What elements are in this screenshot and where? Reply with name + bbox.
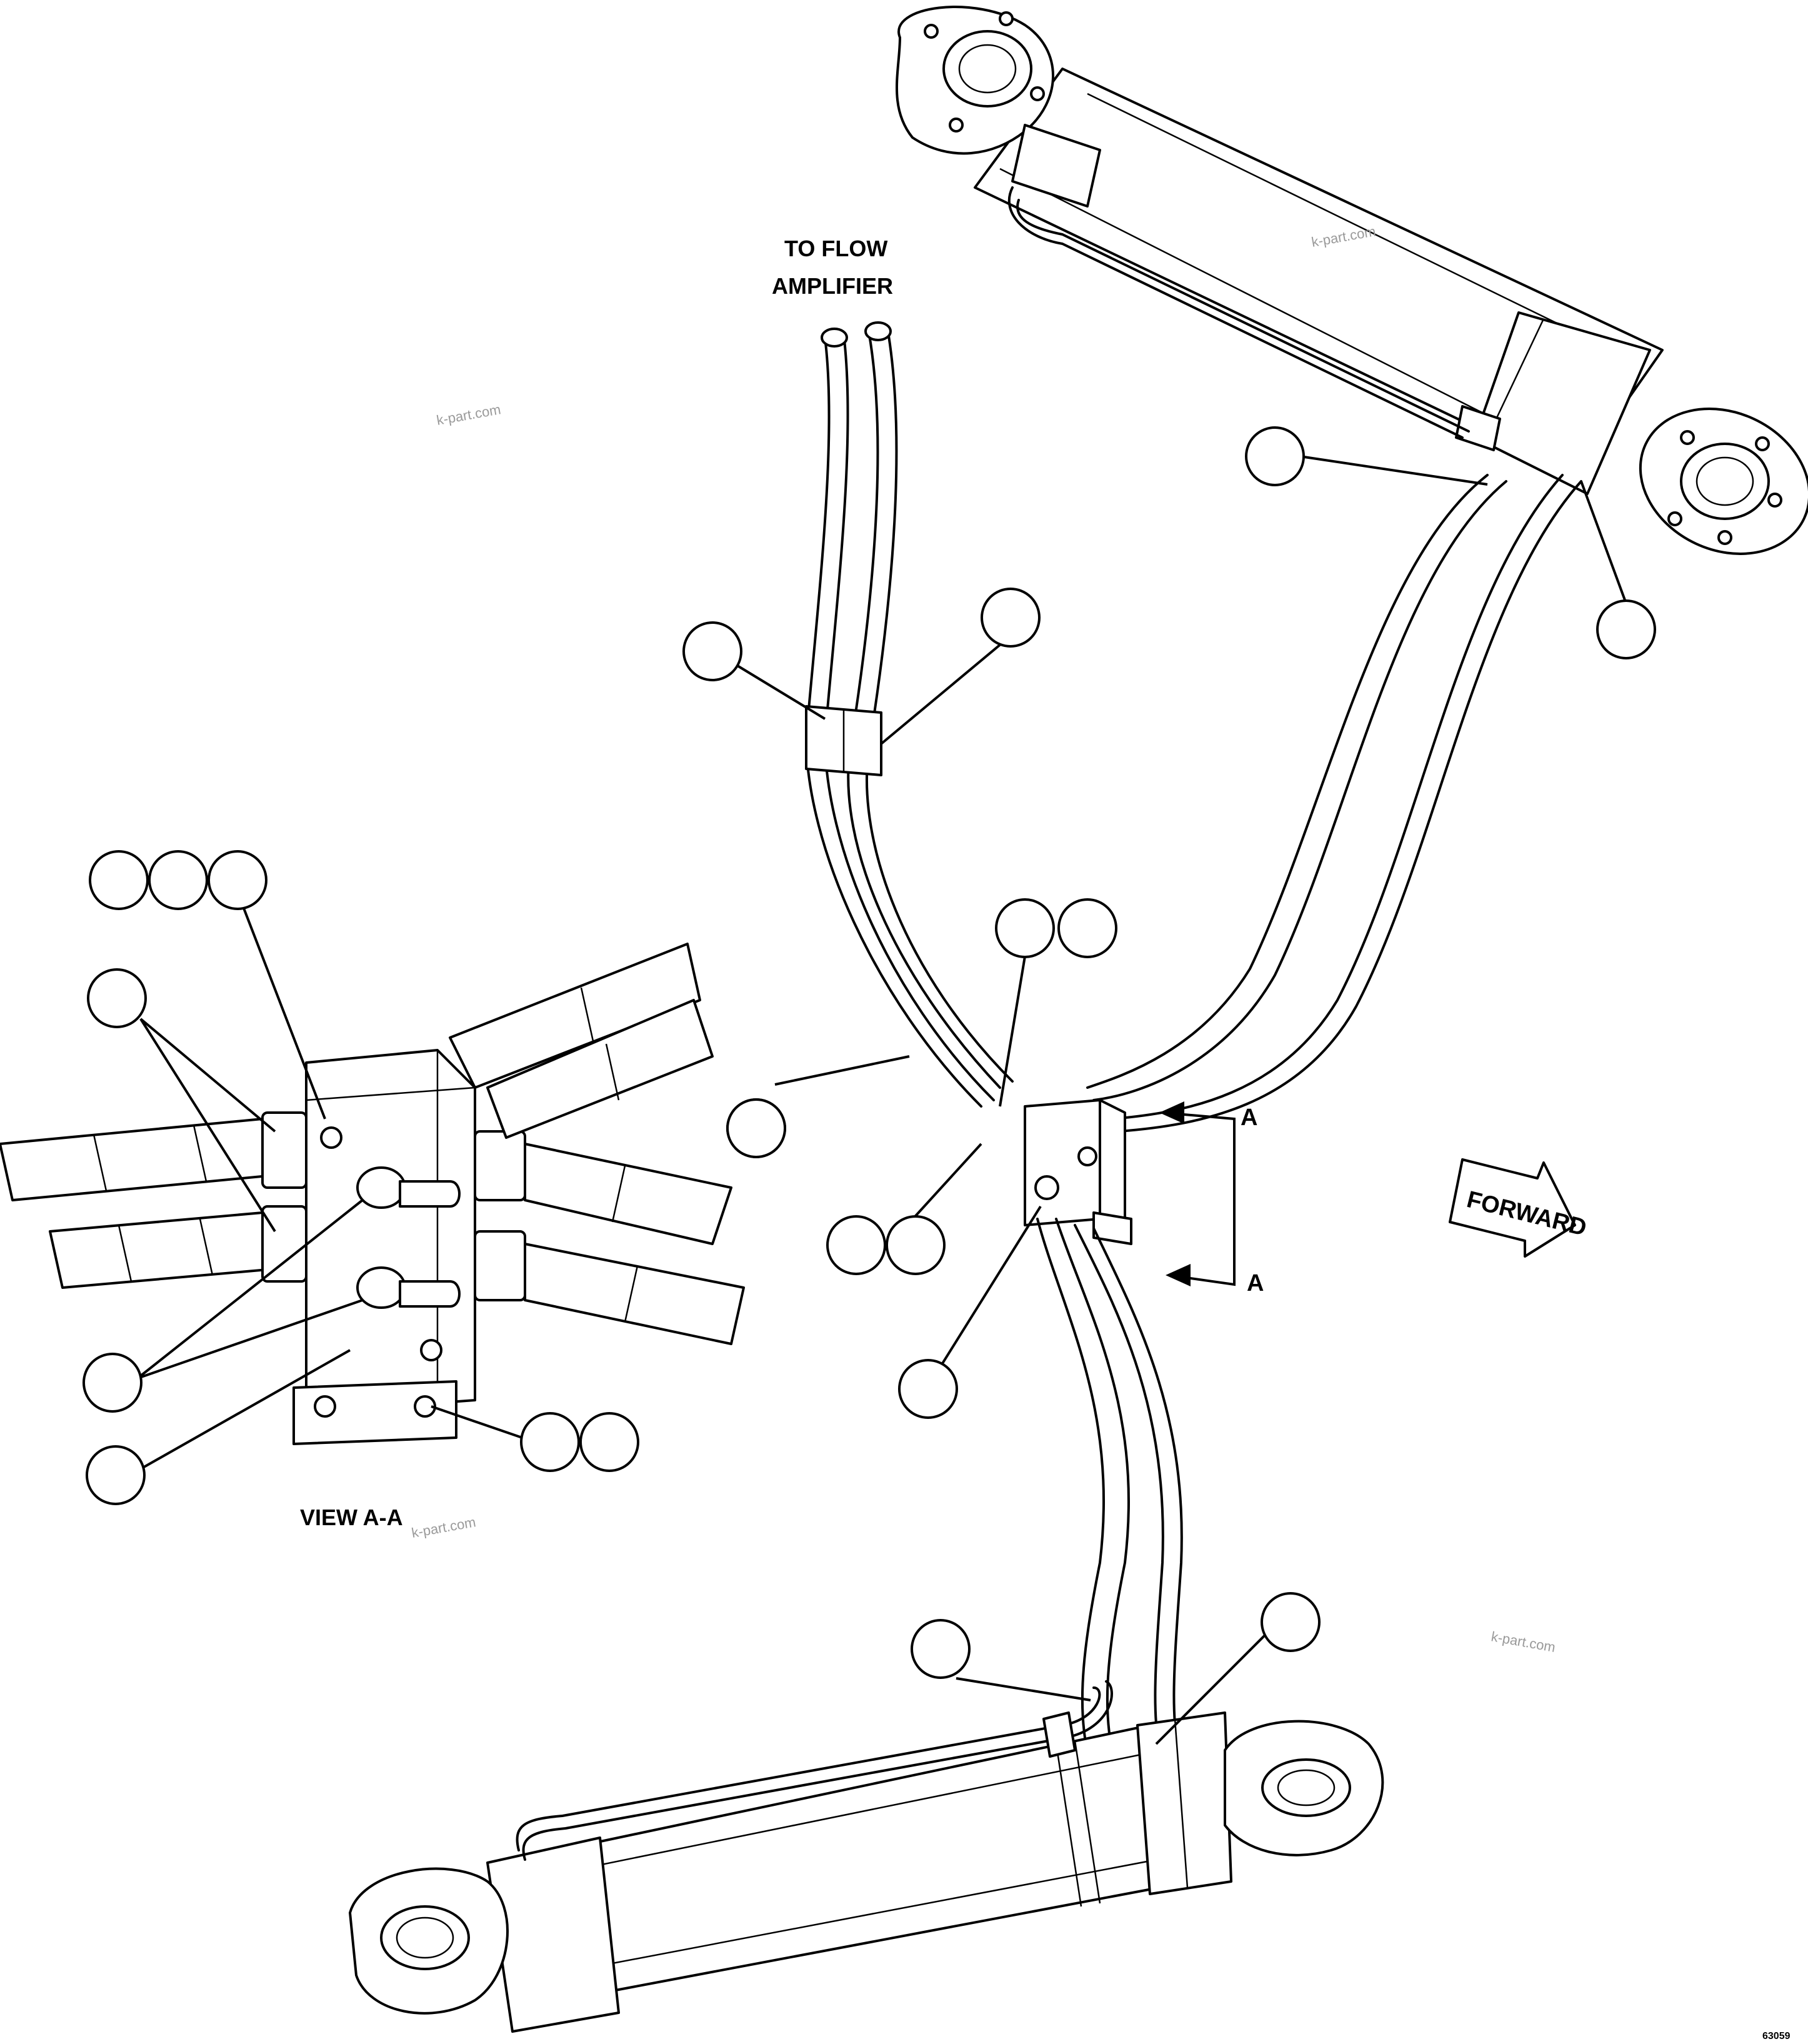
callout-circle-c-cyl-bottom-right [1261,1592,1321,1652]
callout-circle-c-view-1 [89,850,149,910]
callout-circle-c-view-5 [82,1353,142,1413]
callout-group [82,426,1656,1679]
steering-cylinder-bottom [349,1680,1384,2033]
callout-circle-c-cyl-bottom-left [911,1619,971,1679]
hoses-top-cylinder-to-valve [1086,474,1582,1133]
forward-arrow-icon [1449,1158,1576,1258]
hoses-to-flow-amplifier [805,321,1014,1108]
callout-circle-c-clamp-left [682,621,742,681]
hoses-valve-to-bottom-cylinder [1036,1218,1183,1776]
callout-circle-c-cyl-top-left [1245,426,1305,486]
section-label-a-top: A [1241,1105,1257,1131]
callout-circle-c-valve-3 [826,1215,886,1275]
section-marker-a-a [1159,1101,1236,1286]
callout-circle-c-view-10 [726,1098,786,1158]
callout-circle-c-view-4 [87,968,147,1028]
callout-circle-c-cyl-top-right [1596,599,1656,659]
steering-cylinder-top [896,6,1808,555]
figure-number: 63059 [1762,2031,1791,2041]
callout-leaders [136,455,1626,1745]
to-flow-label-line1: TO FLOW [784,236,887,261]
callout-circle-c-valve-5 [898,1359,958,1419]
callout-circle-c-view-8 [579,1412,639,1472]
callout-circle-c-valve-2 [1057,898,1117,958]
watermark-3: k-part.com [411,1514,477,1541]
callout-circle-c-valve-4 [886,1215,946,1275]
section-label-a-bottom: A [1247,1270,1264,1296]
callout-circle-c-valve-1 [995,898,1055,958]
valve-block [1024,1099,1132,1245]
callout-circle-c-view-7 [520,1412,580,1472]
callout-circle-c-view-3 [207,850,267,910]
view-a-a-label: VIEW A-A [300,1505,403,1530]
callout-circle-c-clamp-right [981,588,1041,648]
watermark-2: k-part.com [436,401,502,428]
callout-circle-c-view-2 [148,850,208,910]
to-flow-label-line2: AMPLIFIER [772,273,893,299]
callout-circle-c-view-6 [86,1445,146,1505]
watermark-4: k-part.com [1490,1628,1557,1655]
